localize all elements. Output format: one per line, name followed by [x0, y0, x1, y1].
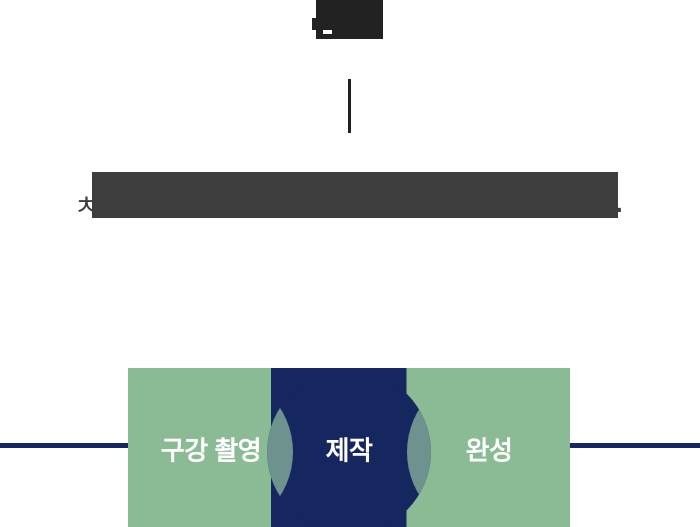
step-label-completion: 완성	[465, 435, 513, 466]
badge-notch	[312, 18, 316, 30]
vertical-divider-line	[348, 79, 351, 133]
badge-text-fragment	[323, 30, 332, 34]
process-center-circle	[267, 370, 431, 527]
subtitle-period: .	[615, 187, 623, 218]
subtitle-redaction-bar	[92, 172, 618, 218]
process-diagram	[128, 368, 570, 527]
step-label-oral-scan: 구강 촬영	[160, 435, 262, 466]
redacted-heading-badge	[312, 0, 383, 39]
step-label-fabrication: 제작	[325, 435, 373, 466]
